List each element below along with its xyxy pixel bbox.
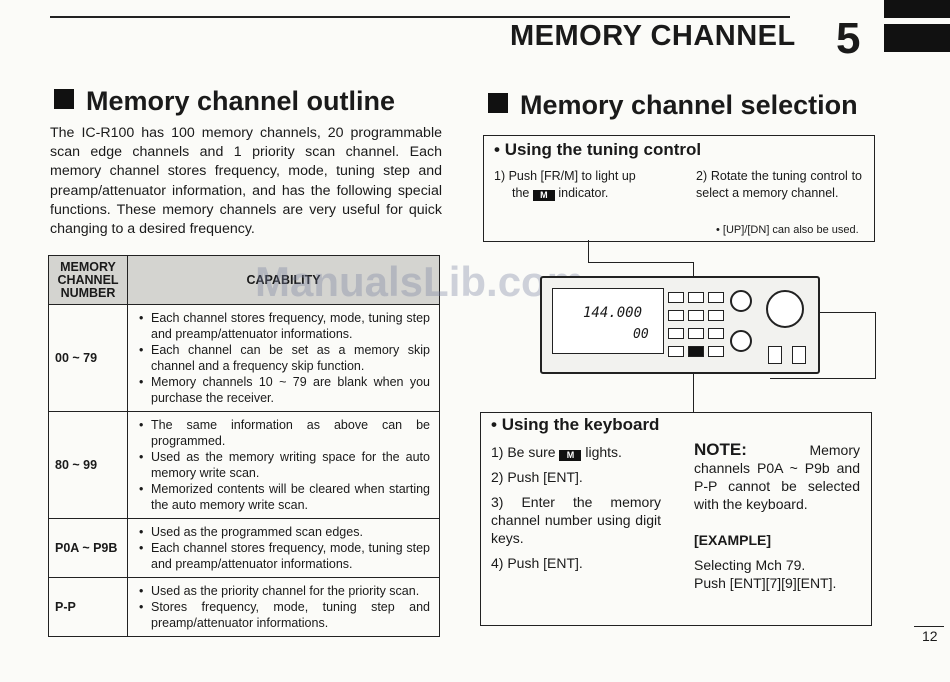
keyboard-note: NOTE: Memory channels P0A ~ P9b and P-P …: [694, 440, 860, 513]
page-number: 12: [922, 628, 938, 644]
memory-channel-table: MEMORY CHANNEL NUMBER CAPABILITY 00 ~ 79…: [48, 255, 440, 637]
chapter-title: MEMORY CHANNEL: [510, 20, 796, 52]
tuning-step-2: 2) Rotate the tuning control to select a…: [696, 169, 862, 200]
watermark: ManualsLib.com: [255, 258, 585, 305]
keypad-key: [668, 328, 684, 339]
receiver-illustration: 144.000 00: [540, 276, 820, 374]
lcd-frequency: 144.000: [583, 305, 643, 321]
section-heading-outline: Memory channel outline: [54, 86, 395, 117]
table-header-row: MEMORY CHANNEL NUMBER CAPABILITY: [48, 255, 440, 305]
keyboard-step-3: 3) Enter the memory channel number using…: [491, 494, 661, 546]
keypad-key: [668, 346, 684, 357]
keyboard-step-2: 2) Push [ENT].: [491, 469, 583, 485]
keypad-key: [688, 328, 704, 339]
keypad-key: [708, 310, 724, 321]
tuning-control-box: • Using the tuning control 1) Push [FR/M…: [483, 135, 875, 242]
capability-item: Memory channels 10 ~ 79 are blank when y…: [139, 374, 430, 406]
keyboard-step-4: 4) Push [ENT].: [491, 555, 583, 571]
fr-m-key: [688, 346, 704, 357]
keypad-key: [708, 292, 724, 303]
lcd-channel: 00: [633, 327, 649, 342]
up-key: [768, 346, 782, 364]
chapter-tab: [884, 0, 950, 18]
capability-item: Used as the programmed scan edges.: [139, 524, 430, 540]
capability-item: Each channel can be set as a memory skip…: [139, 342, 430, 374]
keyboard-step-1: 1) Be sure M lights.: [491, 444, 622, 461]
tuning-dial-icon: [766, 290, 804, 328]
capability-item: The same information as above can be pro…: [139, 417, 430, 449]
intro-paragraph: The IC-R100 has 100 memory channels, 20 …: [50, 125, 442, 238]
down-key: [792, 346, 806, 364]
m-indicator-icon: M: [532, 190, 555, 201]
example-line-2: Push [ENT][7][9][ENT].: [694, 575, 837, 591]
channel-number: P-P: [48, 577, 128, 637]
bullet-square-icon: [54, 89, 74, 109]
tuning-subheading: • Using the tuning control: [494, 140, 702, 159]
tuning-note: • [UP]/[DN] can also be used.: [716, 224, 859, 236]
page-rule: [914, 626, 944, 627]
example-label: [EXAMPLE]: [694, 532, 771, 548]
keypad-key: [708, 328, 724, 339]
keypad-key: [668, 310, 684, 321]
capability-item: Memorized contents will be cleared when …: [139, 481, 430, 513]
capability-item: Stores frequency, mode, tuning step and …: [139, 599, 430, 631]
table-row: P-P Used as the priority channel for the…: [48, 577, 440, 637]
capability-item: Each channel stores frequency, mode, tun…: [139, 540, 430, 572]
keyboard-box: • Using the keyboard 1) Be sure M lights…: [480, 412, 872, 626]
capability-item: Each channel stores frequency, mode, tun…: [139, 310, 430, 342]
keypad-key: [688, 292, 704, 303]
m-indicator-icon: M: [559, 450, 582, 461]
keyboard-subheading: • Using the keyboard: [491, 415, 660, 434]
tuning-step-1: 1) Push [FR/M] to light up the M indicat…: [494, 169, 636, 201]
capability-item: Used as the priority channel for the pri…: [139, 583, 430, 599]
keypad-key: [688, 310, 704, 321]
small-knob-icon: [730, 330, 752, 352]
table-header-capability: CAPABILITY: [127, 255, 440, 305]
chapter-number: 5: [836, 14, 861, 63]
table-row: 00 ~ 79 Each channel stores frequency, m…: [48, 304, 440, 412]
channel-number: P0A ~ P9B: [48, 518, 128, 578]
bullet-square-icon: [488, 93, 508, 113]
example-line-1: Selecting Mch 79.: [694, 557, 806, 573]
channel-number: 80 ~ 99: [48, 411, 128, 519]
chapter-tab: [884, 24, 950, 52]
section-heading-selection: Memory channel selection: [488, 90, 858, 121]
keypad-key: [668, 292, 684, 303]
small-knob-icon: [730, 290, 752, 312]
header-rule: [50, 16, 790, 18]
table-row: 80 ~ 99 The same information as above ca…: [48, 411, 440, 519]
channel-number: 00 ~ 79: [48, 304, 128, 412]
table-header-number: MEMORY CHANNEL NUMBER: [48, 255, 128, 305]
lcd-display: 144.000 00: [552, 288, 664, 354]
keypad-key: [708, 346, 724, 357]
capability-item: Used as the memory writing space for the…: [139, 449, 430, 481]
table-row: P0A ~ P9B Used as the programmed scan ed…: [48, 518, 440, 578]
